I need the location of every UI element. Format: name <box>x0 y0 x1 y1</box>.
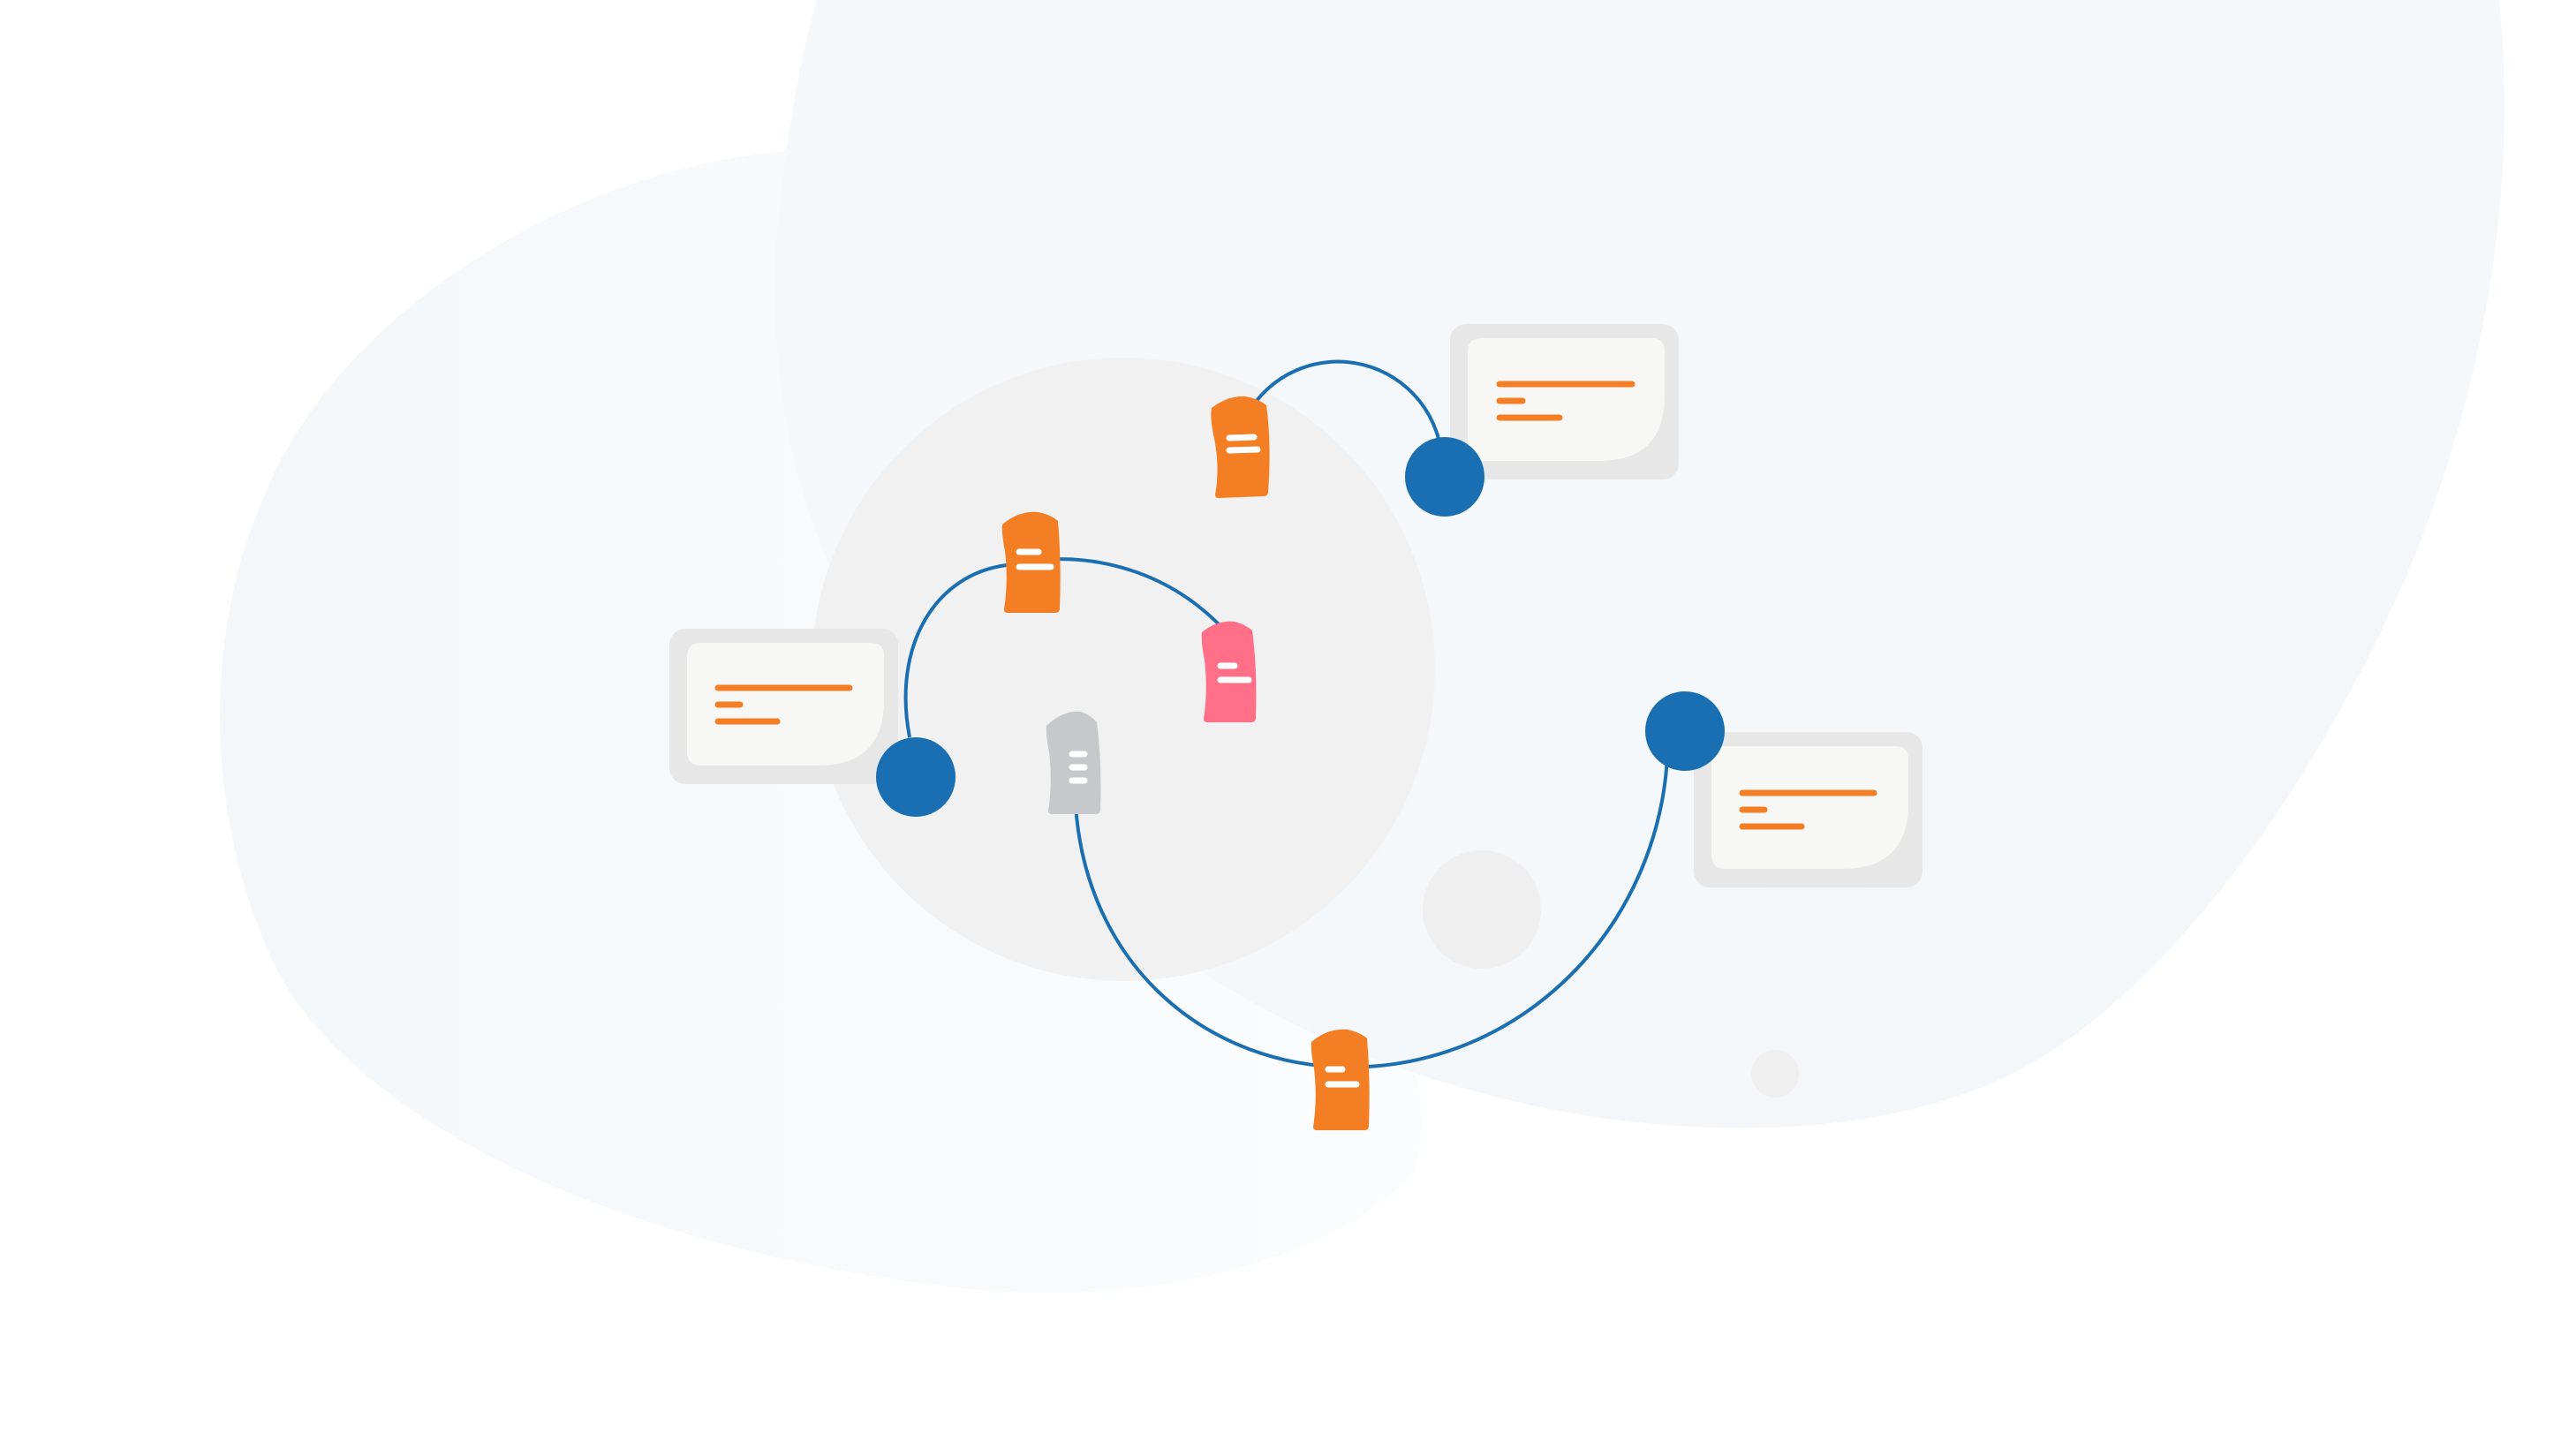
document-icon-bottom <box>1311 1029 1370 1130</box>
node-top-right <box>1405 437 1484 517</box>
decorative-dot-large <box>1423 850 1541 969</box>
decorative-dot-small <box>1751 1050 1799 1098</box>
card-right <box>1694 732 1923 887</box>
node-right <box>1645 691 1725 771</box>
hub-circle <box>812 358 1435 981</box>
node-left <box>876 737 956 817</box>
document-icon-top <box>1211 396 1270 498</box>
card-top-right <box>1450 324 1679 479</box>
document-icon-gray <box>1046 711 1101 814</box>
document-icon-upper-left <box>1001 511 1061 613</box>
connector-arc-top <box>1245 359 1444 464</box>
document-icon-pink <box>1201 621 1257 722</box>
connector-arc-bottom <box>1074 732 1670 1069</box>
card-left <box>669 629 898 784</box>
